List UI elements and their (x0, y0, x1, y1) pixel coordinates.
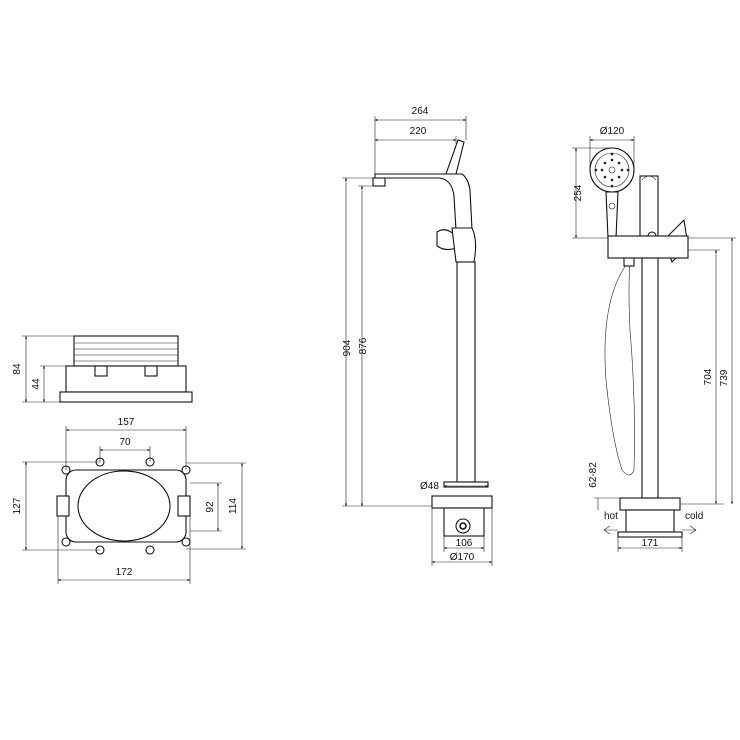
dim-box-height-right-inner: 92 (205, 501, 216, 513)
dim-side-outlet-height: 704 (703, 368, 714, 385)
side-view: hot cold Ø120 254 704 739 62-82 171 (572, 126, 736, 552)
dim-front-height-total: 904 (342, 339, 353, 356)
dim-front-spout-height: 876 (358, 337, 369, 354)
shower-nozzles (594, 152, 630, 188)
dim-side-base-box-width: 171 (642, 538, 659, 549)
dim-side-shower-diameter: Ø120 (600, 126, 625, 137)
dim-box-height-inner: 44 (31, 378, 42, 390)
dim-box-width-outer: 157 (118, 417, 135, 428)
label-hot: hot (604, 511, 618, 522)
dim-side-shower-height: 254 (573, 184, 584, 201)
dim-front-column-diameter: Ø48 (420, 481, 439, 492)
dim-side-inlet-range: 62-82 (588, 462, 599, 488)
dim-box-height-left: 127 (12, 497, 23, 514)
dim-front-width-total: 264 (412, 106, 429, 117)
dim-front-base-box-width: 106 (456, 538, 473, 549)
box-side-view: 84 44 (12, 335, 193, 403)
front-view: 264 220 904 876 Ø48 106 Ø170 (342, 106, 493, 566)
box-top-view: 157 70 127 92 114 172 (12, 417, 246, 584)
dim-front-base-diameter: Ø170 (450, 552, 475, 563)
dim-box-width-total: 172 (116, 567, 133, 578)
dim-front-spout-reach: 220 (410, 126, 427, 137)
label-cold: cold (685, 511, 703, 522)
dim-box-height-right-outer: 114 (228, 498, 239, 514)
dim-side-height-total: 739 (719, 369, 730, 386)
dim-box-hole-spacing: 70 (119, 437, 131, 448)
dim-box-height-total: 84 (12, 363, 23, 375)
